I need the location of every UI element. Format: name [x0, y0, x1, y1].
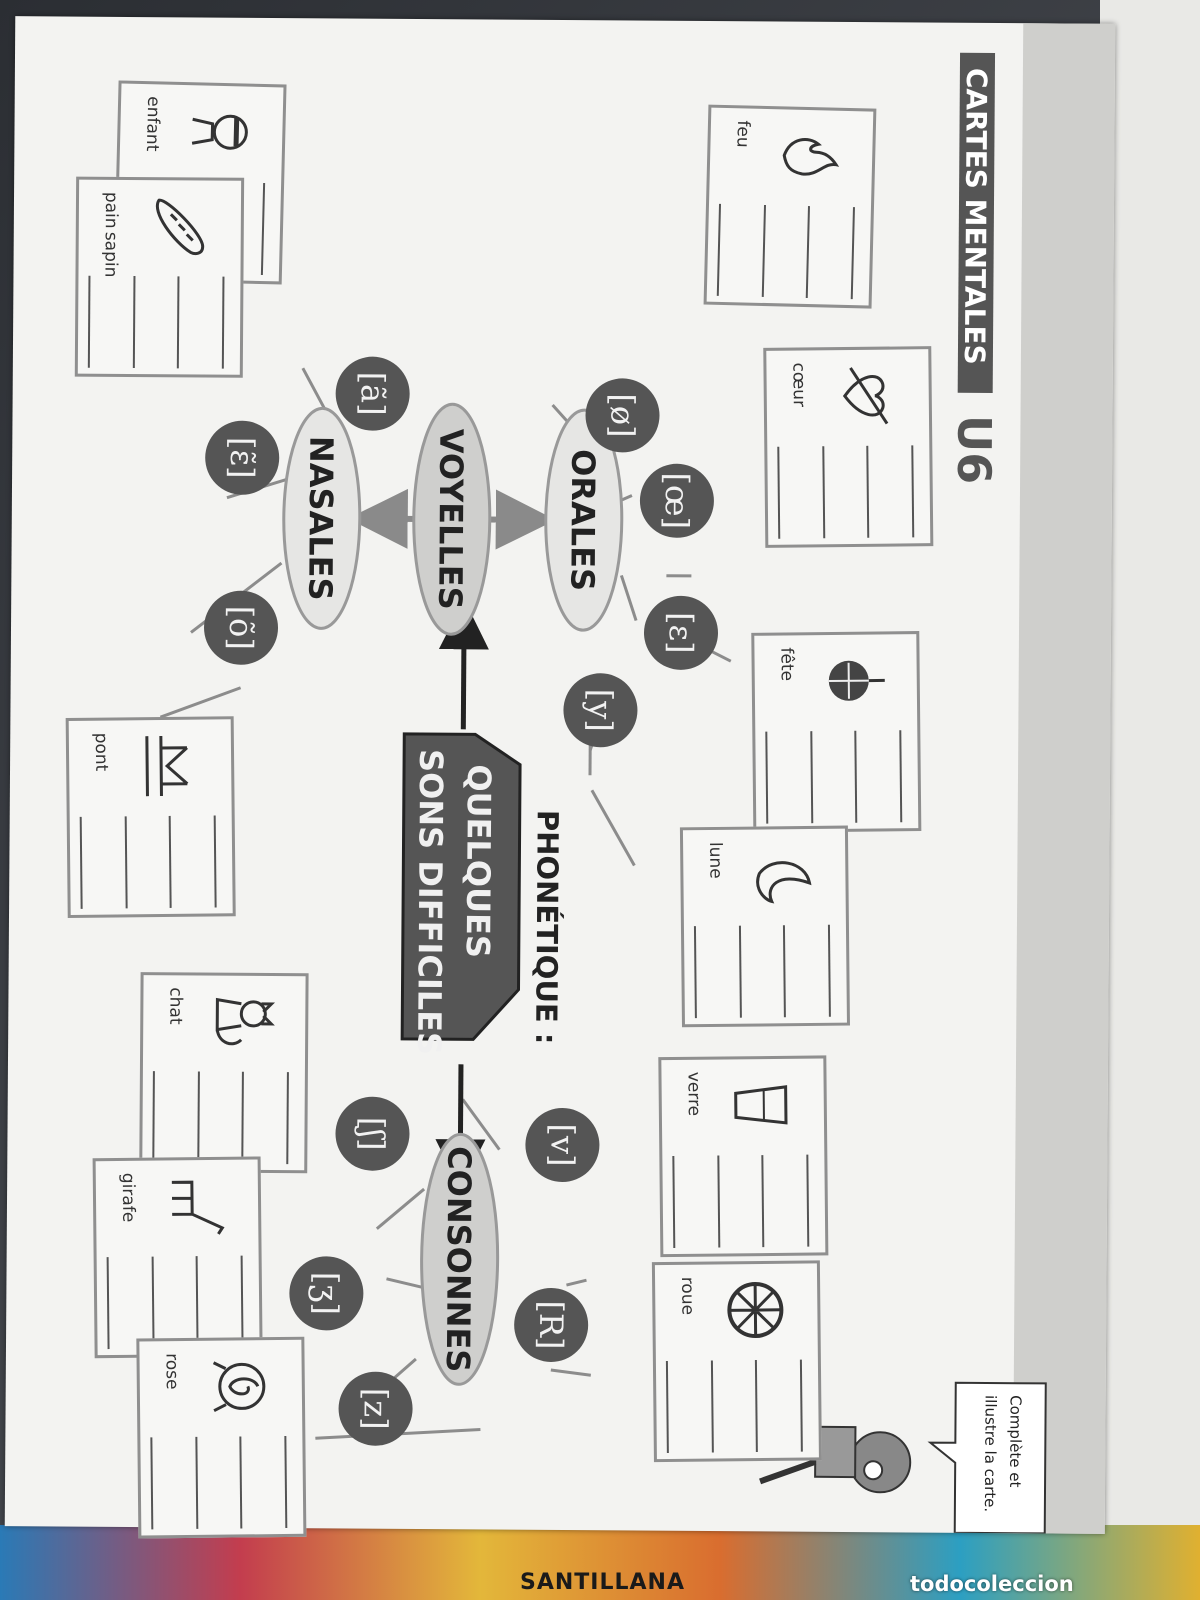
word-card-fete: fête — [751, 631, 922, 833]
svg-text:[ø]: [ø] — [603, 393, 641, 437]
oval-voyelles: VOYELLES — [412, 402, 492, 636]
word-label: rose — [161, 1353, 182, 1390]
mind-map: CARTES MENTALES U6 — [159, 52, 1047, 1534]
worksheet-content: CARTES MENTALES U6 — [5, 16, 1116, 1539]
speech-bubble — [927, 1381, 1047, 1534]
title-band — [957, 52, 996, 394]
word-label: roue — [677, 1276, 698, 1316]
word-card-roue: roue — [651, 1260, 822, 1463]
word-card-verre: verre — [658, 1055, 829, 1258]
label-nasales: NASALES — [301, 436, 340, 601]
word-card-lune: lune — [679, 825, 850, 1028]
oval-consonnes: CONSONNES — [420, 1132, 500, 1386]
phoneme-e-nasal: [ɛ̃] — [205, 420, 280, 495]
phoneme-zh: [ʒ] — [289, 1256, 364, 1331]
disco-ball-icon — [828, 660, 885, 701]
center-line2: SONS DIFFICILES — [410, 749, 450, 1055]
word-label: lune — [705, 841, 726, 879]
fire-icon — [782, 137, 840, 176]
svg-text:[õ]: [õ] — [222, 606, 260, 650]
phoneme-oe: [œ] — [639, 463, 714, 538]
svg-text:[z]: [z] — [356, 1388, 394, 1430]
mascot-group: Complète et illustre la carte. — [759, 1381, 1047, 1534]
phoneme-r: [R] — [514, 1287, 589, 1362]
word-label: girafe — [117, 1172, 139, 1223]
word-label: fête — [776, 647, 797, 682]
word-label: enfant — [141, 96, 164, 152]
word-label: verre — [683, 1071, 704, 1117]
center-line1: QUELQUES — [459, 764, 498, 958]
publisher-name: SANTILLANA — [520, 1570, 685, 1595]
connector — [461, 1098, 501, 1151]
arrow-to-voyelles — [438, 599, 489, 730]
word-card-enfant: enfant — [113, 80, 287, 285]
page-title-group: CARTES MENTALES U6 — [947, 52, 1002, 485]
svg-text:[ɛ̃]: [ɛ̃] — [223, 437, 261, 479]
label-orales: ORALES — [563, 449, 602, 591]
svg-text:[œ]: [œ] — [658, 472, 696, 529]
oval-orales: ORALES — [544, 408, 624, 632]
child-icon — [191, 114, 248, 150]
word-card-rose: rose — [136, 1336, 307, 1539]
word-card-feu: feu — [703, 104, 877, 309]
cat-icon — [215, 997, 276, 1046]
word-card-pain: pain sapin — [74, 176, 245, 378]
word-label: feu — [732, 120, 754, 148]
phoneme-z: [z] — [338, 1371, 413, 1446]
word-card-coeur: cœur — [763, 346, 934, 548]
phoneme-sh: [ʃ] — [335, 1096, 410, 1171]
heart-arrow-icon — [842, 367, 889, 425]
center-box — [400, 732, 522, 1041]
svg-text:[v]: [v] — [543, 1123, 581, 1166]
connector — [619, 574, 638, 621]
bubble-text-line1: Complète et — [1006, 1395, 1025, 1487]
svg-text:[ʃ]: [ʃ] — [353, 1117, 391, 1151]
word-label: cœur — [788, 362, 809, 408]
glass-icon — [734, 1085, 788, 1125]
label-voyelles: VOYELLES — [431, 429, 470, 610]
svg-text:[ɛ]: [ɛ] — [662, 612, 700, 654]
bubble-text-line2: illustre la carte. — [981, 1395, 1000, 1512]
giraffe-icon — [171, 1180, 225, 1235]
center-topic: PHONÉTIQUE : QUELQUES SONS DIFFICILES — [400, 732, 565, 1055]
page-title: CARTES MENTALES — [958, 68, 993, 365]
connector — [159, 686, 242, 719]
site-watermark: todocoleccion — [910, 1572, 1074, 1596]
oval-nasales: NASALES — [282, 406, 362, 630]
center-kicker: PHONÉTIQUE : — [529, 810, 565, 1045]
mascot-figure-icon — [759, 1413, 912, 1494]
unit-label: U6 — [947, 415, 1001, 485]
worksheet-page: CARTES MENTALES U6 — [4, 16, 1116, 1539]
phoneme-v: [v] — [525, 1108, 600, 1183]
wheel-icon — [727, 1282, 784, 1339]
label-consonnes: CONSONNES — [439, 1146, 479, 1372]
word-card-chat: chat — [139, 972, 309, 1174]
moon-icon — [756, 861, 812, 904]
word-label-secondary: sapin — [100, 231, 121, 278]
rose-icon — [212, 1361, 266, 1413]
svg-text:[R]: [R] — [532, 1300, 570, 1349]
svg-text:[ã]: [ã] — [354, 372, 392, 416]
word-card-girafe: girafe — [92, 1156, 263, 1359]
phoneme-o-barre: [ø] — [585, 378, 660, 453]
svg-text:[y]: [y] — [581, 689, 619, 732]
background-white-edge — [1100, 0, 1200, 1600]
phoneme-e-ouvert: [ɛ] — [643, 595, 718, 670]
word-cards: feu cœur fête — [5, 16, 1116, 1539]
phoneme-y: [y] — [563, 673, 638, 748]
bridge-icon — [145, 736, 189, 797]
word-card-pont: pont — [65, 716, 236, 919]
connector — [590, 789, 636, 867]
phoneme-a-nasal: [ã] — [335, 356, 410, 431]
baguette-icon — [155, 198, 205, 256]
svg-text:[ʒ]: [ʒ] — [307, 1272, 345, 1315]
connector — [566, 1278, 587, 1287]
phoneme-o-nasal: [õ] — [204, 590, 279, 665]
word-label: pont — [90, 732, 112, 772]
word-label: chat — [165, 987, 186, 1025]
word-label: pain — [100, 191, 122, 229]
connector — [550, 1368, 592, 1377]
connector — [375, 1187, 426, 1230]
